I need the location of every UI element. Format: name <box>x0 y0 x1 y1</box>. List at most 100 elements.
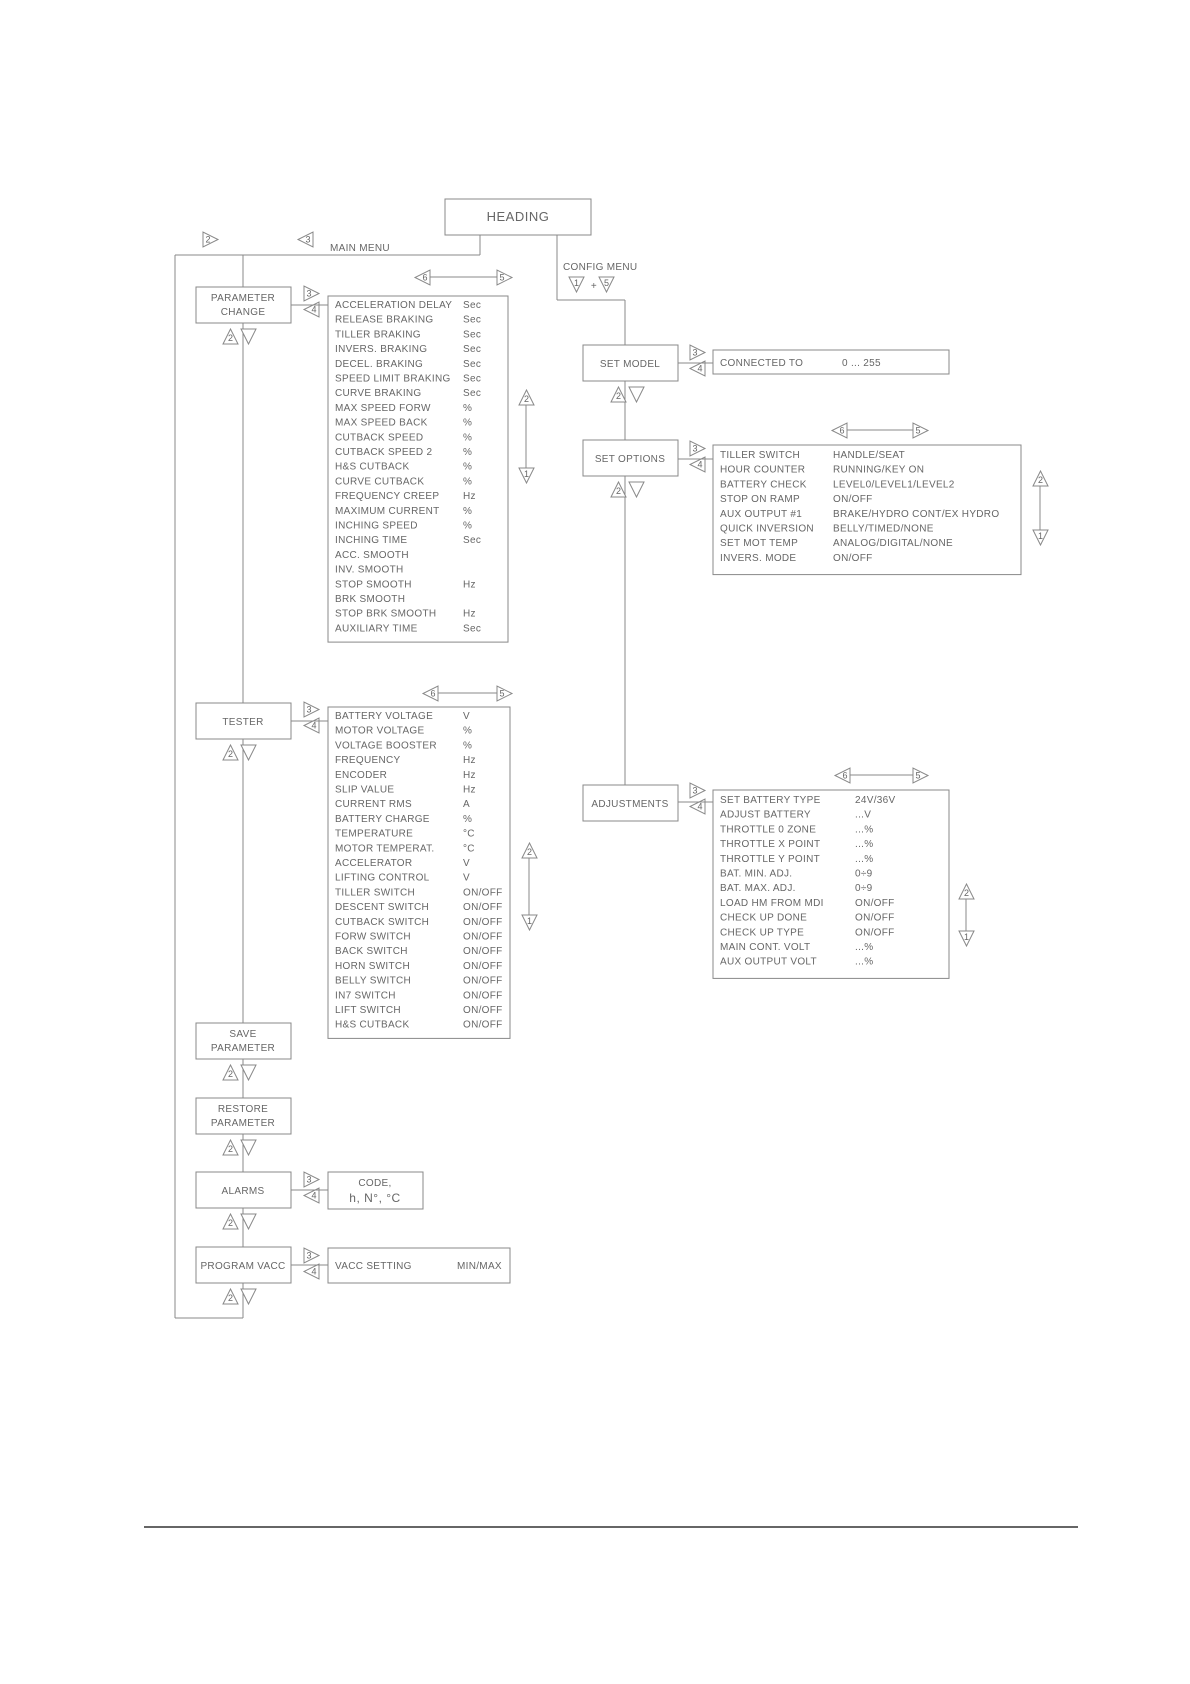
config-key-5: 5 <box>598 276 615 294</box>
alarms-nav-down-key <box>240 1213 257 1231</box>
tester-row-value: A <box>463 799 470 810</box>
tester-row-name: MOTOR TEMPERAT. <box>335 843 435 854</box>
tester-lr-right-key: 5 <box>496 685 514 702</box>
parameter-change-enter-key: 3 <box>303 285 321 302</box>
restore-parameter-nav-down-key <box>240 1139 257 1157</box>
tester-ud: 21 <box>521 841 538 932</box>
adjustments-ud: 21 <box>958 882 975 948</box>
set-options-enter-key-label: 3 <box>692 444 697 454</box>
set-model-back-key: 4 <box>688 360 706 377</box>
set-model-nav-up-key-label: 2 <box>616 391 621 401</box>
option-row-value: RUNNING/KEY ON <box>833 465 924 476</box>
adjust-row-value: ...% <box>855 942 873 953</box>
set-options-lr-right-key-label: 5 <box>915 426 920 436</box>
option-row-name: BATTERY CHECK <box>720 479 807 490</box>
tester-ud-up-key-label: 2 <box>527 847 532 857</box>
option-row-value: ON/OFF <box>833 494 873 505</box>
param-row-unit: % <box>463 476 472 487</box>
config-item-adjustments[interactable]: ADJUSTMENTS <box>582 784 679 822</box>
tester-row-value: ON/OFF <box>463 902 503 913</box>
param-row-name: INVERS. BRAKING <box>335 344 427 355</box>
tester-row-name: BATTERY CHARGE <box>335 814 430 825</box>
param-row-name: TILLER BRAKING <box>335 329 421 340</box>
set-model-enter-key-label: 3 <box>692 348 697 358</box>
main-menu-left-key-label: 3 <box>305 235 310 245</box>
param-row-unit: Hz <box>463 491 476 502</box>
set-options-ud-up-key-label: 2 <box>1038 475 1043 485</box>
adjust-row-name: LOAD HM FROM MDI <box>720 898 824 909</box>
program-vacc-back-key: 4 <box>302 1263 320 1280</box>
program-vacc-enter-key-label: 3 <box>306 1251 311 1261</box>
main-menu-right-key-label: 2 <box>205 235 210 245</box>
option-row-name: TILLER SWITCH <box>720 450 800 461</box>
tester-row-value: ON/OFF <box>463 887 503 898</box>
param-row-unit: Sec <box>463 359 481 370</box>
set-options-label: SET OPTIONS <box>595 454 665 465</box>
save-parameter-nav-up-key: 2 <box>222 1063 239 1081</box>
save-parameter-nav-down-key <box>240 1064 257 1082</box>
config-key-combination: 1+5 <box>568 276 615 294</box>
param-row-name: H&S CUTBACK <box>335 462 409 473</box>
adjust-row-value: ...V <box>855 810 871 821</box>
adjust-row-value: 0÷9 <box>855 883 873 894</box>
tester-row-name: LIFTING CONTROL <box>335 873 430 884</box>
adjust-row-name: THROTTLE 0 ZONE <box>720 824 816 835</box>
adjustments-back-key: 4 <box>688 798 706 815</box>
adjust-row-value: ON/OFF <box>855 913 895 924</box>
param-row-name: CURVE BRAKING <box>335 388 422 399</box>
param-row-unit: % <box>463 418 472 429</box>
alarms-enter-key-label: 3 <box>306 1175 311 1185</box>
tester-row-name: TILLER SWITCH <box>335 887 415 898</box>
tester-row-name: DESCENT SWITCH <box>335 902 429 913</box>
option-row-name: HOUR COUNTER <box>720 465 805 476</box>
tester-ud-down-key: 1 <box>521 914 538 932</box>
tester-enter-key: 3 <box>303 701 321 718</box>
main-menu-items: PARAMETERCHANGE2TESTER2SAVEPARAMETER2RES… <box>195 286 292 1306</box>
param-row-name: INCHING TIME <box>335 535 407 546</box>
param-row-name: RELEASE BRAKING <box>335 315 433 326</box>
option-row-value: BELLY/TIMED/NONE <box>833 524 934 535</box>
save-parameter-nav-up-key-label: 2 <box>228 1069 233 1079</box>
adjust-row-name: MAIN CONT. VOLT <box>720 942 810 953</box>
config-key-1: 1 <box>568 276 585 294</box>
tester-row-value: ON/OFF <box>463 932 503 943</box>
alarms-nav-up-key-label: 2 <box>228 1218 233 1228</box>
tester-row-value: % <box>463 726 472 737</box>
adjust-row-value: ...% <box>855 854 873 865</box>
tester-row-name: BELLY SWITCH <box>335 976 411 987</box>
program-vacc-nav-up-key-label: 2 <box>228 1293 233 1303</box>
parameter-change-nav-up-key-label: 2 <box>228 333 233 343</box>
option-row-name: AUX OUTPUT #1 <box>720 509 802 520</box>
parameter-change-ud-up-key: 2 <box>518 388 535 406</box>
tester-row-value: Hz <box>463 785 476 796</box>
param-row-unit: Hz <box>463 609 476 620</box>
set-model-nav-up-key: 2 <box>610 385 627 403</box>
main-menu-left-key: 3 <box>296 231 314 248</box>
tester-row-value: ON/OFF <box>463 976 503 987</box>
parameter-change-lr-right-key: 5 <box>496 269 514 286</box>
tester-row-name: FREQUENCY <box>335 755 401 766</box>
tester-row-name: ACCELERATOR <box>335 858 412 869</box>
option-row-value: BRAKE/HYDRO CONT/EX HYDRO <box>833 509 999 520</box>
param-row-name: FREQUENCY CREEP <box>335 491 439 502</box>
set-options-ud-down-key-label: 1 <box>1038 531 1043 541</box>
option-row-name: QUICK INVERSION <box>720 524 814 535</box>
tester-row-value: °C <box>463 843 475 854</box>
adjust-row-value: ...% <box>855 839 873 850</box>
tester-lr-left-key: 6 <box>421 685 439 702</box>
parameter-change-nav-down-key <box>240 328 257 346</box>
adjustments-lr-right-key-label: 5 <box>915 771 920 781</box>
option-row-value: LEVEL0/LEVEL1/LEVEL2 <box>833 479 955 490</box>
